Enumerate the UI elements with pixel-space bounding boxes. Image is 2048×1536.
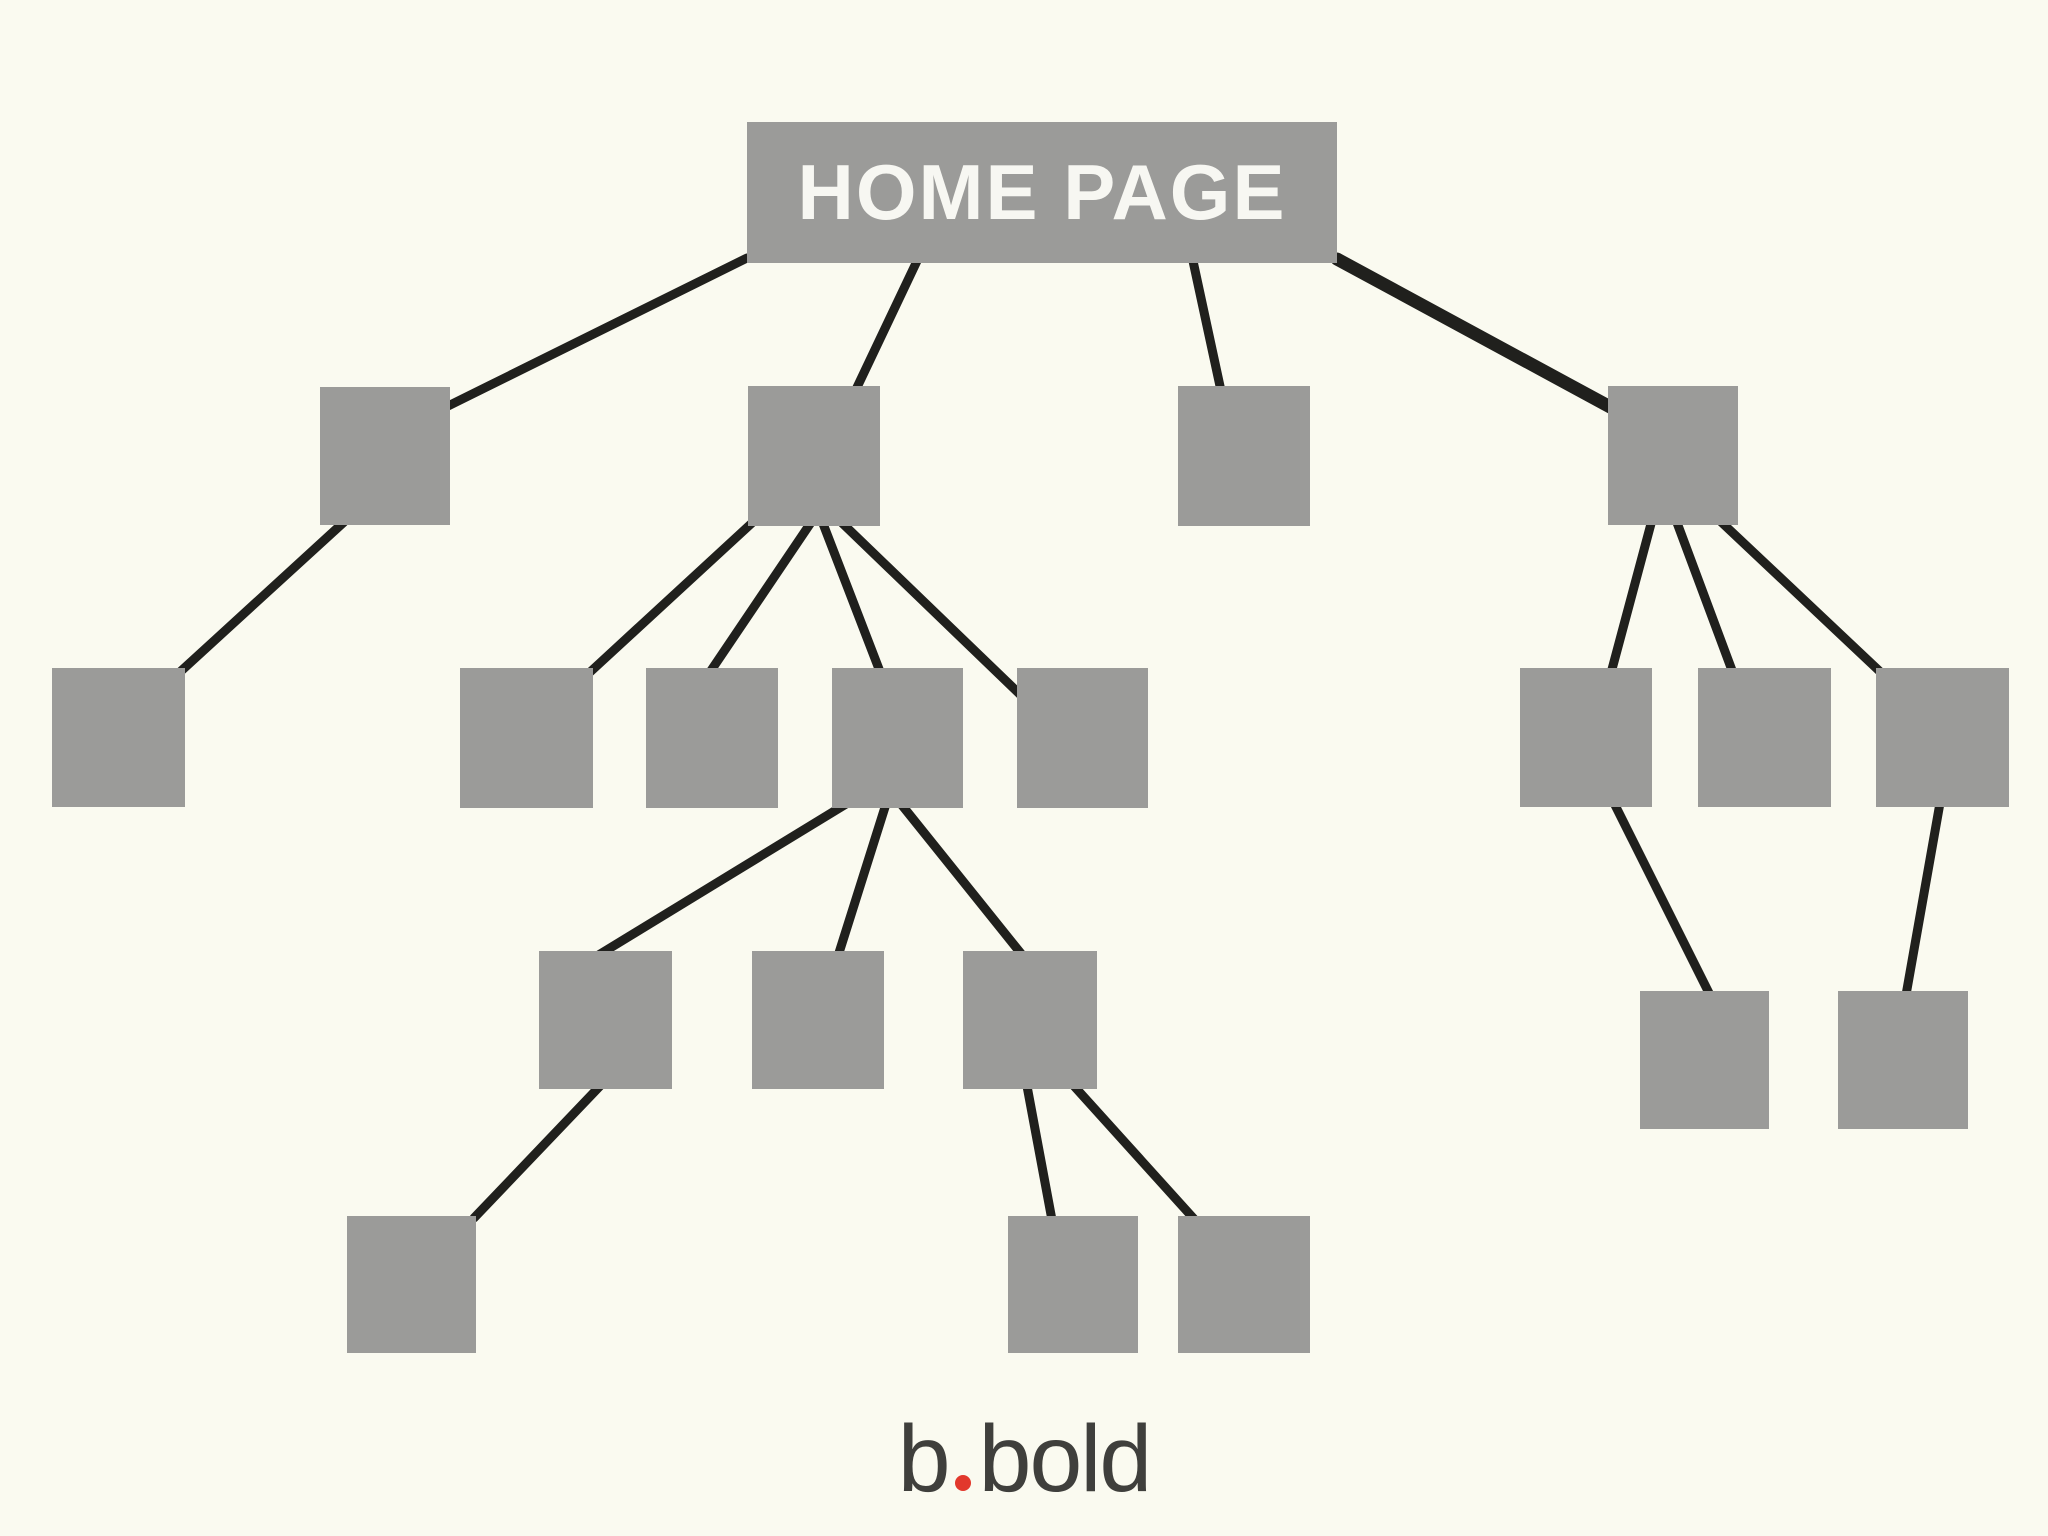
sitemap-node-s1	[347, 1216, 476, 1353]
sitemap-node-c	[1178, 386, 1310, 526]
edge-home-c	[1188, 256, 1228, 405]
edge-d-r2	[1671, 515, 1738, 678]
edge-b-b2	[701, 516, 817, 683]
edge-home-d	[1330, 252, 1632, 422]
sitemap-node-b4	[1017, 668, 1148, 808]
sitemap-node-d	[1608, 386, 1738, 525]
sitemap-node-b2	[646, 668, 778, 808]
edge-b-b4	[833, 514, 1037, 711]
edge-b3-l2	[833, 799, 891, 961]
edge-d-r3	[1712, 513, 1896, 687]
sitemap-node-rb2	[1838, 991, 1968, 1129]
brand-logo-text-left: b	[897, 1406, 951, 1512]
edge-r1-rb1	[1609, 798, 1715, 1000]
sitemap-node-b1	[460, 668, 593, 808]
edge-r3-rb2	[1901, 798, 1945, 1000]
edge-l3-s2	[1022, 1081, 1057, 1225]
edge-b-b1	[583, 517, 758, 679]
sitemap-node-l3	[963, 951, 1097, 1089]
sitemap-node-b	[748, 386, 880, 526]
sitemap-node-s2	[1008, 1216, 1138, 1353]
sitemap-node-a1	[52, 668, 185, 807]
sitemap-node-r2	[1698, 668, 1831, 807]
edge-b3-l1	[592, 799, 851, 961]
sitemap-node-r3	[1876, 668, 2009, 807]
edge-home-a	[435, 253, 752, 415]
sitemap-node-home: HOME PAGE	[747, 122, 1337, 263]
edge-b-b3	[817, 516, 889, 687]
sitemap-node-a	[320, 387, 450, 525]
edge-d-r1	[1606, 515, 1657, 678]
sitemap-node-l1	[539, 951, 672, 1089]
edge-l1-s1	[469, 1081, 605, 1223]
edge-home-b	[846, 256, 922, 405]
sitemap-node-b3	[832, 668, 963, 808]
brand-logo-text-right: bold	[978, 1406, 1153, 1512]
edge-a-a1	[175, 517, 349, 677]
sitemap-node-rb1	[1640, 991, 1769, 1129]
edge-b3-l3	[896, 799, 1028, 961]
edge-l3-s3	[1069, 1081, 1200, 1225]
brand-logo-dot-icon	[954, 1475, 971, 1491]
sitemap-node-r1	[1520, 668, 1652, 807]
sitemap-node-s3	[1178, 1216, 1310, 1353]
sitemap-node-l2	[752, 951, 884, 1089]
